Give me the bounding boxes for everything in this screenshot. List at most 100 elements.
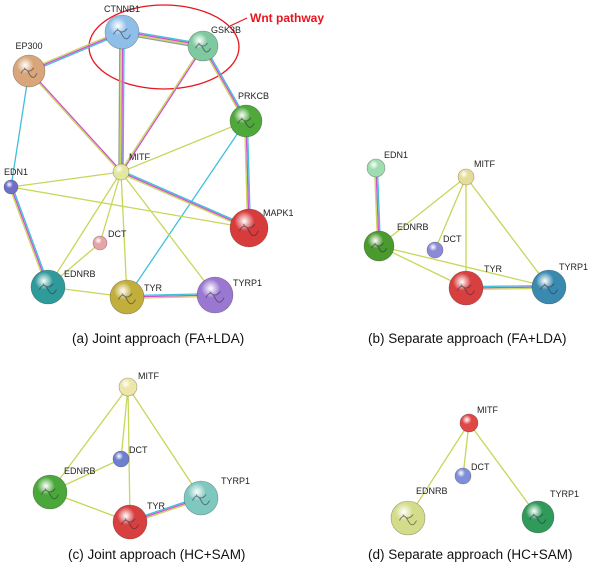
node-tyr[interactable]: TYR [109,279,163,315]
node-tyr[interactable]: TYR [112,501,166,540]
node-edn1[interactable]: EDN1 [366,150,408,178]
node-dct[interactable]: DCT [112,445,148,468]
node-label: TYRP1 [233,278,262,288]
edge-mitf-mapk1 [119,170,251,230]
node-label: PRKCB [238,91,269,101]
node-ednrb[interactable]: EDNRB [32,466,96,510]
protein-structure-icon [195,42,211,53]
protein-structure-icon [118,293,136,305]
edge-mitf-tyr [120,171,128,298]
node-ball [112,450,130,468]
node-ednrb[interactable]: EDNRB [390,486,448,536]
node-label: MITF [129,152,150,162]
protein-structure-icon [113,28,131,40]
edge-evidence-line [120,171,128,298]
protein-structure-icon [399,514,417,526]
edge-evidence-line [378,176,467,247]
node-label: EDNRB [416,486,448,496]
protein-structure-icon [192,494,210,506]
edge-evidence-line [10,186,49,288]
edge-edn1-ednrb [9,185,50,289]
node-label: DCT [129,445,148,455]
node-label: EP300 [15,41,42,51]
node-mitf[interactable]: MITF [118,371,159,397]
edge-ednrb-tyrp1 [378,245,550,288]
node-label: TYR [144,283,163,293]
node-dct[interactable]: DCT [426,234,462,259]
node-tyrp1[interactable]: TYRP1 [196,276,262,314]
edge-evidence-line [9,186,48,289]
edge-evidence-line [28,69,123,173]
node-edn1[interactable]: EDN1 [3,167,28,195]
protein-structure-icon [41,488,59,500]
protein-structure-icon [121,518,139,530]
edge-evidence-line [120,45,205,174]
edge-gsk3b-mitf [119,44,205,174]
protein-structure-icon [239,223,259,237]
edge-mitf-ednrb [407,422,470,519]
node-label: MAPK1 [263,208,294,218]
edge-mitf-tyr [127,386,131,523]
node-tyrp1[interactable]: TYRP1 [521,489,579,534]
edge-edn1-mapk1 [10,186,250,229]
edge-mitf-dct [434,176,467,251]
node-label: EDN1 [384,150,408,160]
node-ednrb[interactable]: EDNRB [30,269,96,305]
edge-evidence-line [407,422,470,519]
node-label: EDN1 [4,167,28,177]
node-mitf[interactable]: MITF [112,152,150,181]
edge-evidence-line [10,70,30,188]
node-ep300[interactable]: EP300 [12,41,46,88]
node-mitf[interactable]: MITF [459,405,498,433]
edge-evidence-line [119,172,250,230]
node-tyr[interactable]: TYR [448,264,503,306]
node-mitf[interactable]: MITF [457,159,495,186]
edge-evidence-line [122,31,125,173]
node-ctnnb1[interactable]: CTNNB1 [104,4,140,50]
edge-evidence-line [465,176,550,288]
edge-evidence-line [99,171,122,244]
node-label: TYR [147,501,166,511]
edge-mitf-tyrp1 [127,386,202,499]
node-ball [426,241,444,259]
edge-mitf-dct [120,386,129,460]
protein-structure-icon [20,67,38,78]
edge-evidence-line [119,31,122,173]
edge-evidence-line [119,44,204,173]
node-label: EDNRB [64,466,96,476]
edge-evidence-line [378,245,550,288]
node-prkcb[interactable]: PRKCB [229,91,269,138]
node-ball [112,163,130,181]
edge-evidence-line [49,386,129,493]
caption-panel-c: (c) Joint approach (HC+SAM) [68,547,245,562]
edge-prkcb-tyr [126,120,247,298]
edge-mitf-tyrp1 [468,422,539,518]
edge-evidence-line [434,176,467,251]
edge-evidence-line [468,422,539,518]
edge-evidence-line [47,171,122,288]
edge-mitf-ednrb [49,386,129,493]
node-ball [459,413,479,433]
protein-structure-icon [540,283,558,295]
node-gsk3b[interactable]: GSK3B [187,25,241,62]
edge-evidence-line [120,171,216,296]
node-tyrp1[interactable]: TYRP1 [183,476,250,516]
edge-evidence-line [121,31,124,173]
edge-ctnnb1-mitf [118,31,125,173]
node-tyrp1[interactable]: TYRP1 [531,262,588,305]
node-label: GSK3B [211,25,241,35]
panel-joint-hc-sam: MITF DCT EDNRB TYR TYRP1 [32,371,250,540]
node-dct[interactable]: DCT [454,462,490,485]
node-ednrb[interactable]: EDNRB [363,222,429,262]
node-mapk1[interactable]: MAPK1 [229,208,294,248]
edge-mitf-tyrp1 [465,176,550,288]
edge-mitf-edn1 [10,171,122,188]
node-label: TYRP1 [221,476,250,486]
node-label: CTNNB1 [104,4,140,14]
edge-mitf-ednrb [378,176,467,247]
node-label: TYRP1 [550,489,579,499]
wnt-pathway-pointer [229,17,248,27]
node-dct[interactable]: DCT [92,229,127,251]
